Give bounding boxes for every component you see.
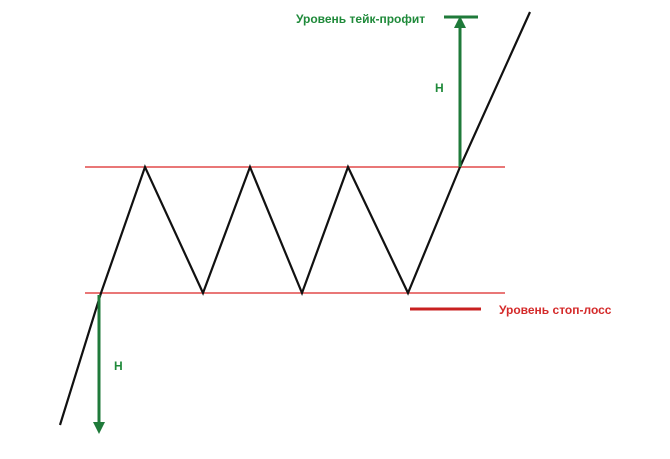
take-profit-label: Уровень тейк-профит	[296, 12, 425, 26]
lower-height-label: Н	[114, 359, 123, 373]
stop-loss-label: Уровень стоп-лосс	[499, 303, 612, 317]
upper-height-label: Н	[435, 81, 444, 95]
price-path	[58, 11, 532, 426]
